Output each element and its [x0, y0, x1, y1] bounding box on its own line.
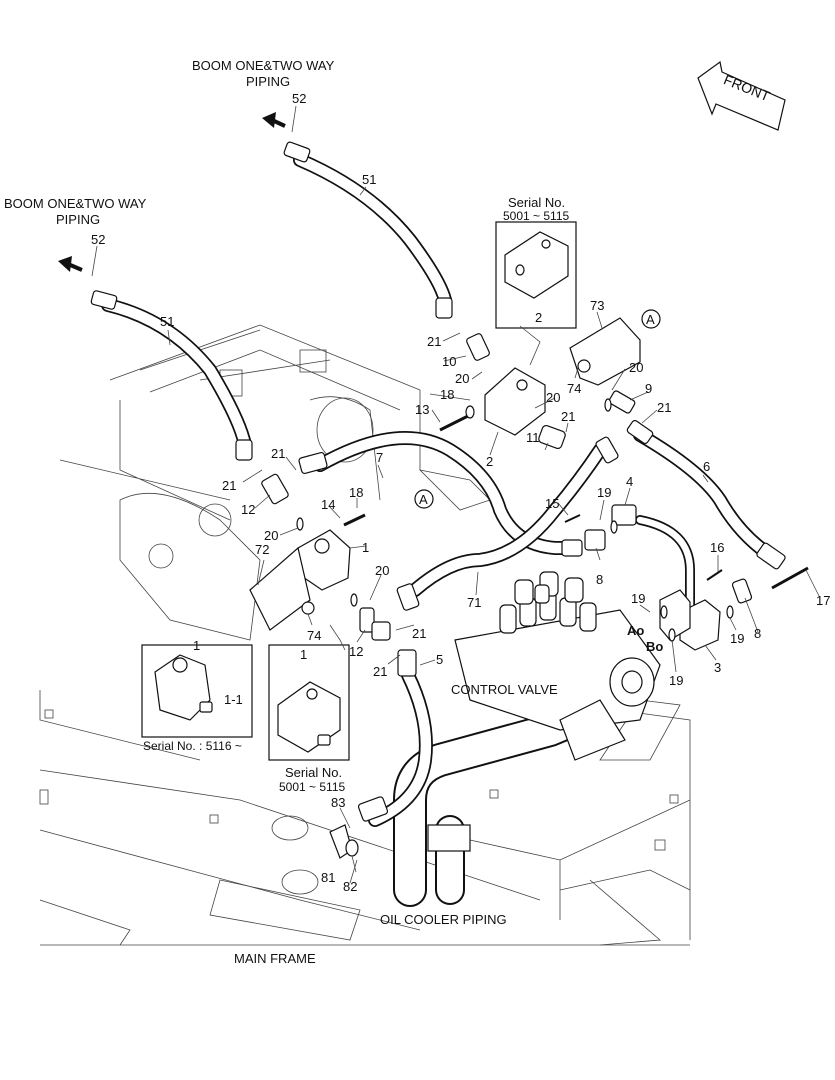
callout-5: 5 — [436, 652, 443, 667]
boom-top-title: BOOM ONE&TWO WAY — [192, 58, 335, 73]
inset-la-part: 1 — [193, 638, 200, 653]
callout-83: 83 — [331, 795, 345, 810]
inset-lb-serial-1: Serial No. — [285, 765, 342, 780]
callout-21: 21 — [561, 409, 575, 424]
callout-11: 11 — [526, 430, 540, 445]
callout-19: 19 — [631, 591, 645, 606]
callout-52: 52 — [91, 232, 105, 247]
hoses — [101, 153, 777, 827]
callout-13: 13 — [415, 402, 429, 417]
inset-rt-serial-2: 5001 ~ 5115 — [503, 209, 570, 223]
callout-15: 15 — [545, 496, 559, 511]
callout-21: 21 — [657, 400, 671, 415]
callout-51: 51 — [160, 314, 174, 329]
callout-12: 12 — [349, 644, 363, 659]
inset-serial-5001-valve — [268, 644, 350, 761]
callout-20: 20 — [546, 390, 560, 405]
callout-17: 17 — [816, 593, 830, 608]
callout-51: 51 — [362, 172, 376, 187]
reference-markers: A A — [414, 309, 661, 509]
fittings — [58, 112, 809, 859]
callout-8: 8 — [754, 626, 761, 641]
inset-lb-serial-2: 5001 ~ 5115 — [279, 780, 346, 794]
callout-21: 21 — [412, 626, 426, 641]
front-arrow: FRONT — [697, 60, 786, 131]
titles: BOOM ONE&TWO WAY PIPING BOOM ONE&TWO WAY… — [4, 58, 558, 966]
callout-20: 20 — [629, 360, 643, 375]
callout-21: 21 — [271, 446, 285, 461]
boom-left-title-2: PIPING — [56, 212, 100, 227]
callout-21: 21 — [222, 478, 236, 493]
callout-14: 14 — [321, 497, 335, 512]
part-callouts: 52 51 52 51 21 10 20 73 74 18 13 2 20 21… — [91, 91, 830, 894]
callout-81: 81 — [321, 870, 335, 885]
callout-7: 7 — [376, 450, 383, 465]
callout-3: 3 — [714, 660, 721, 675]
inset-la-part-b: 1-1 — [224, 692, 243, 707]
callout-2: 2 — [486, 454, 493, 469]
leader-lines — [91, 105, 821, 884]
callout-1: 1 — [362, 540, 369, 555]
inset-lb-part: 1 — [300, 647, 307, 662]
callout-71: 71 — [467, 595, 481, 610]
callout-21: 21 — [373, 664, 387, 679]
control-valve-label: CONTROL VALVE — [451, 682, 558, 697]
ref-a-mid: A — [419, 492, 428, 507]
boom-top-title-2: PIPING — [246, 74, 290, 89]
callout-74: 74 — [307, 628, 321, 643]
boom-left-title: BOOM ONE&TWO WAY — [4, 196, 147, 211]
callout-73: 73 — [590, 298, 604, 313]
callout-82: 82 — [343, 879, 357, 894]
inset-serial-5116-valve — [141, 644, 253, 738]
callout-19: 19 — [730, 631, 744, 646]
callout-52: 52 — [292, 91, 306, 106]
callout-18: 18 — [440, 387, 454, 402]
inset-rt-part: 2 — [535, 310, 542, 325]
callout-9: 9 — [645, 381, 652, 396]
callout-19: 19 — [597, 485, 611, 500]
callout-10: 10 — [442, 354, 456, 369]
callout-8: 8 — [596, 572, 603, 587]
inset-texts: Serial No. 5001 ~ 5115 2 1 1-1 Serial No… — [143, 195, 570, 794]
port-ao: Ao — [627, 623, 644, 638]
inset-serial-5001-block — [495, 221, 577, 329]
callout-20: 20 — [375, 563, 389, 578]
ref-a-top: A — [646, 312, 655, 327]
inset-la-serial: Serial No. : 5116 ~ — [143, 739, 242, 753]
callout-20: 20 — [455, 371, 469, 386]
callout-19: 19 — [669, 673, 683, 688]
oil-cooler-label: OIL COOLER PIPING — [380, 912, 507, 927]
callout-18: 18 — [349, 485, 363, 500]
callout-72: 72 — [255, 542, 269, 557]
callout-74: 74 — [567, 381, 581, 396]
callout-4: 4 — [626, 474, 633, 489]
callout-6: 6 — [703, 459, 710, 474]
control-valve-body — [454, 571, 661, 761]
callout-21: 21 — [427, 334, 441, 349]
callout-16: 16 — [710, 540, 724, 555]
main-frame-label: MAIN FRAME — [234, 951, 316, 966]
inset-rt-serial-1: Serial No. — [508, 195, 565, 210]
callout-12: 12 — [241, 502, 255, 517]
callout-20: 20 — [264, 528, 278, 543]
port-bo: Bo — [646, 639, 663, 654]
